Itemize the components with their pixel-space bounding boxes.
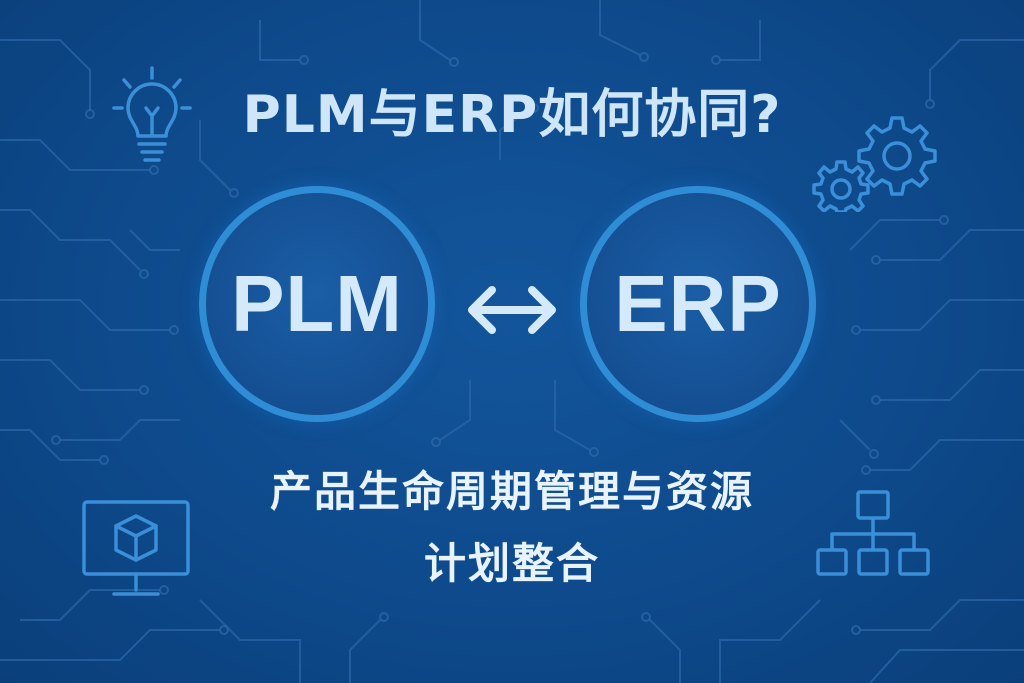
erp-label: ERP xyxy=(614,259,782,348)
plm-label: PLM xyxy=(231,259,403,348)
gears-icon xyxy=(812,116,937,212)
page-title: PLM与ERP如何协同? xyxy=(242,85,782,145)
lightbulb-icon xyxy=(112,66,192,162)
subtitle-line-2: 计划整合 xyxy=(423,539,600,588)
subtitle-line-1: 产品生命周期管理与资源 xyxy=(269,467,754,516)
erp-circle: ERP xyxy=(580,186,816,422)
org-chart-icon xyxy=(816,490,930,576)
plm-circle: PLM xyxy=(199,186,435,422)
bidirectional-arrow-icon xyxy=(468,286,556,334)
monitor-cube-icon xyxy=(82,500,190,596)
